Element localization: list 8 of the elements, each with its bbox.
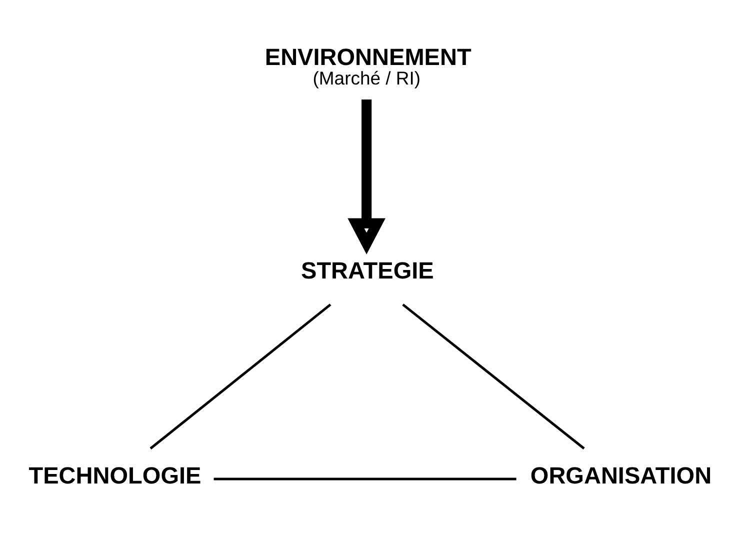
connector [150,303,332,449]
connector [402,303,585,449]
node-text: ENVIRONNEMENT (Marché / RI) [264,44,472,88]
node-text: ORGANISATION [530,462,712,488]
node-text: TECHNOLOGIE [28,462,202,488]
arrow [348,99,386,254]
connector [214,477,516,480]
node-text: STRATEGIE [301,257,434,284]
